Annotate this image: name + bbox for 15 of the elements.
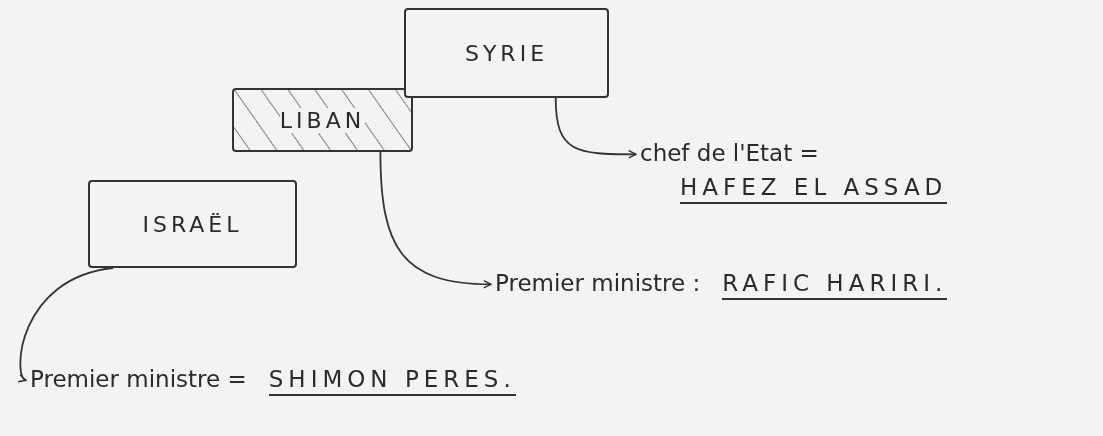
underlined-name: HAFEZ EL ASSAD	[680, 174, 948, 204]
country-name: LIBAN	[279, 107, 366, 133]
underlined-name: RAFIC HARIRI.	[722, 270, 948, 300]
hatched-country-box	[232, 88, 413, 152]
underlined-name: SHIMON PERES.	[268, 366, 516, 396]
country-name: SYRIE	[464, 40, 549, 66]
curved-arrow	[554, 97, 637, 159]
role-label: chef de l'Etat =	[640, 140, 820, 166]
country-box	[88, 180, 297, 268]
curved-arrow	[379, 151, 492, 289]
role-label: Premier ministre :	[495, 270, 701, 296]
country-name: ISRAËL	[142, 211, 243, 237]
country-box	[404, 8, 609, 98]
role-label: Premier ministre =	[30, 366, 247, 392]
curved-arrow	[17, 267, 114, 382]
